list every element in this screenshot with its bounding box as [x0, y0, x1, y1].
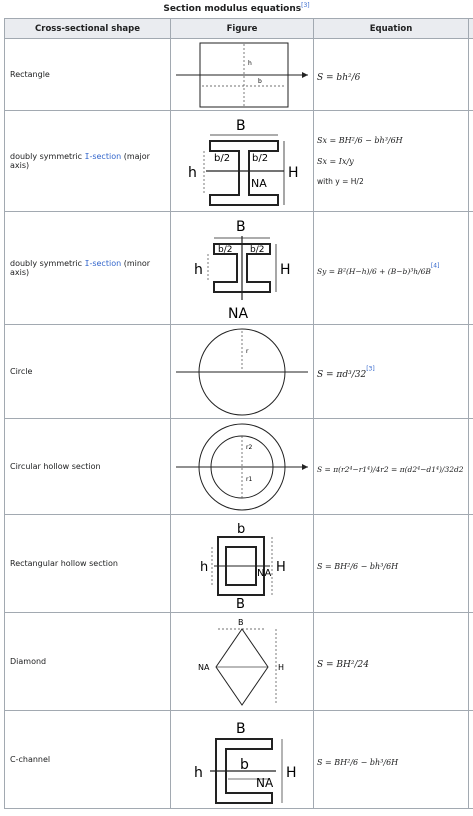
- label-b2b: b/2: [252, 153, 268, 164]
- label-r: r: [246, 348, 249, 355]
- shape-name: Rectangle: [4, 38, 171, 111]
- figure-cell: B H NA: [170, 612, 314, 711]
- equation-text-2: Sx = Ix/y: [317, 157, 354, 166]
- label-h: h: [194, 262, 203, 278]
- rect-hollow-figure: b B h H NA: [200, 522, 286, 611]
- table-row: Circle r S = πd³/32[3]: [4, 324, 473, 419]
- label-B: B: [238, 618, 244, 627]
- label-B: B: [236, 219, 246, 235]
- label-b: b: [258, 78, 262, 85]
- figure-cell: h b: [170, 38, 314, 111]
- figure-cell: B h H b/2 b/2 NA: [170, 211, 314, 325]
- equation-cell: S = πd³/32[3]: [313, 324, 469, 419]
- ref-link[interactable]: [3]: [366, 365, 375, 373]
- equation-text: S = BH²/6 − bh³/6H: [317, 562, 399, 571]
- equation-text: S = BH²/24: [317, 660, 369, 670]
- i-section-link[interactable]: I: [84, 152, 90, 161]
- shape-name: C-channel: [4, 710, 171, 809]
- label-H: H: [280, 262, 291, 278]
- label-H: H: [278, 663, 284, 672]
- hollow-circle-figure: r1 r2: [176, 423, 308, 510]
- figure-cell: B h H b/2 b/2 NA: [170, 110, 314, 212]
- table-row: Rectangular hollow section b B h H NA S …: [4, 514, 473, 613]
- header-row: Cross-sectional shape Figure Equation: [4, 18, 473, 39]
- label-b: b: [237, 522, 245, 537]
- header-equation: Equation: [313, 18, 469, 39]
- label-r2: r2: [246, 444, 252, 451]
- equation-text: S = πd³/32: [317, 370, 367, 380]
- section-link[interactable]: -section: [89, 152, 122, 161]
- figure-cell: B b h H NA: [170, 710, 314, 809]
- label-NA: NA: [228, 306, 248, 322]
- equation-cell: S = bh²/6: [313, 38, 469, 111]
- section-link[interactable]: -section: [89, 259, 122, 268]
- shape-name: Circular hollow section: [4, 418, 171, 515]
- label-h: h: [194, 765, 203, 781]
- shape-name: doubly symmetric I-section (minor axis): [4, 211, 171, 325]
- label-B: B: [236, 721, 246, 737]
- i-beam-major-figure: B h H b/2 b/2 NA: [188, 118, 299, 206]
- i-beam-minor-figure: B h H b/2 b/2 NA: [194, 219, 291, 322]
- i-section-link[interactable]: I: [84, 259, 90, 268]
- shape-name: Rectangular hollow section: [4, 514, 171, 613]
- label-b2a: b/2: [218, 245, 232, 255]
- table-row: doubly symmetric I-section (minor axis) …: [4, 211, 473, 325]
- label-b: b: [240, 757, 249, 773]
- caption-ref-link[interactable]: [3]: [301, 2, 310, 9]
- equation-cell: S = BH²/6 − bh³/6H: [313, 514, 469, 613]
- figure-cell: b B h H NA: [170, 514, 314, 613]
- equation-cell: S = π(r2⁴−r1⁴)/4r2 = π(d2⁴−d1⁴)/32d2: [313, 418, 469, 515]
- label-b2b: b/2: [250, 245, 264, 255]
- table-row: Rectangle h b S = bh²/6: [4, 38, 473, 111]
- label-NA: NA: [251, 177, 267, 190]
- table-caption: Section modulus equations[3]: [163, 2, 310, 14]
- table-row: doubly symmetric I-section (major axis) …: [4, 110, 473, 212]
- table-row: Diamond B H NA S = BH²/24: [4, 612, 473, 711]
- equation-cell: Sy = B²(H−h)/6 + (B−b)³h/6B[4]: [313, 211, 469, 325]
- label-r1: r1: [246, 476, 252, 483]
- shape-name: doubly symmetric I-section (major axis): [4, 110, 171, 212]
- label-NA: NA: [256, 776, 274, 790]
- label-H: H: [276, 560, 286, 575]
- equation-text: Sy = B²(H−h)/6 + (B−b)³h/6B: [317, 266, 431, 276]
- label-B: B: [236, 597, 245, 611]
- diamond-figure: B H NA: [198, 618, 284, 706]
- label-H: H: [286, 765, 297, 781]
- label-H: H: [288, 165, 299, 181]
- label-h: h: [248, 60, 252, 67]
- equation-cell: S = BH²/24: [313, 612, 469, 711]
- label-NA: NA: [257, 568, 271, 579]
- header-shape: Cross-sectional shape: [4, 18, 171, 39]
- label-b2a: b/2: [214, 153, 230, 164]
- section-modulus-table: Cross-sectional shape Figure Equation Re…: [4, 18, 473, 809]
- label-NA: NA: [198, 663, 210, 672]
- equation-text: S = bh²/6: [317, 73, 361, 83]
- equation-text-3: with y = H/2: [317, 177, 364, 186]
- table-row: C-channel B b h H NA S = BH²/6 − bh³/6H: [4, 710, 473, 809]
- figure-cell: r: [170, 324, 314, 419]
- shape-name: Circle: [4, 324, 171, 419]
- label-h: h: [200, 560, 208, 575]
- equation-text: S = π(r2⁴−r1⁴)/4r2 = π(d2⁴−d1⁴)/32d2: [317, 465, 464, 474]
- header-figure: Figure: [170, 18, 314, 39]
- rectangle-figure: h b: [176, 42, 308, 107]
- equation-text: S = BH²/6 − bh³/6H: [317, 758, 399, 767]
- c-channel-figure: B b h H NA: [194, 721, 297, 804]
- figure-cell: r1 r2: [170, 418, 314, 515]
- equation-cell: S = BH²/6 − bh³/6H: [313, 710, 469, 809]
- circle-figure: r: [176, 328, 308, 415]
- equation-text: Sx = BH²/6 − bh³/6H: [317, 136, 403, 145]
- ref-link[interactable]: [4]: [430, 262, 440, 270]
- label-B: B: [236, 118, 246, 134]
- equation-cell: Sx = BH²/6 − bh³/6H Sx = Ix/y with y = H…: [313, 110, 469, 212]
- table-row: Circular hollow section r1 r2 S = π(r2⁴−…: [4, 418, 473, 515]
- label-h: h: [188, 165, 197, 181]
- shape-name: Diamond: [4, 612, 171, 711]
